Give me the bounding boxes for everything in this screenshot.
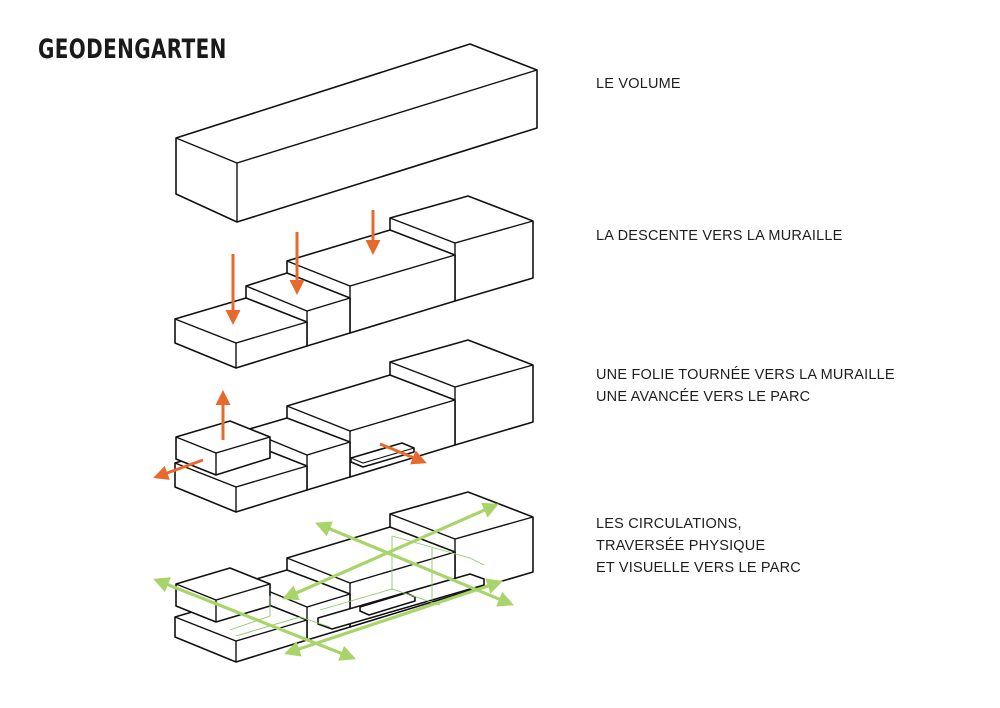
- diagram-title: GEODENGARTEN: [38, 34, 227, 65]
- diagonal-arrow-icon: [283, 578, 504, 657]
- circulation-block: [174, 491, 534, 663]
- right-arrow-icon: [379, 442, 427, 465]
- left-arrow-icon: [153, 458, 204, 480]
- step-3-line-2: UNE AVANCÉE VERS LE PARC: [596, 389, 811, 405]
- circulation-arrows: [153, 502, 514, 661]
- descent-arrows: [225, 210, 381, 325]
- step-3-label: UNE FOLIE TOURNÉE VERS LA MURAILLE UNE A…: [596, 364, 895, 408]
- step-2-label: LA DESCENTE VERS LA MURAILLE: [596, 225, 843, 247]
- volume-block: [175, 43, 538, 223]
- step-4-label: LES CIRCULATIONS, TRAVERSÉE PHYSIQUE ET …: [596, 513, 801, 579]
- step-1-label: LE VOLUME: [596, 73, 681, 95]
- step-3-line-1: UNE FOLIE TOURNÉE VERS LA MURAILLE: [596, 367, 895, 383]
- folie-arrows: [153, 390, 427, 480]
- step-4-line-1: LES CIRCULATIONS,: [596, 516, 742, 532]
- step-2-line-1: LA DESCENTE VERS LA MURAILLE: [596, 228, 843, 244]
- step-1-line-1: LE VOLUME: [596, 76, 681, 92]
- step-4-line-3: ET VISUELLE VERS LE PARC: [596, 560, 801, 576]
- step-4-line-2: TRAVERSÉE PHYSIQUE: [596, 538, 766, 554]
- descent-block: [174, 195, 534, 369]
